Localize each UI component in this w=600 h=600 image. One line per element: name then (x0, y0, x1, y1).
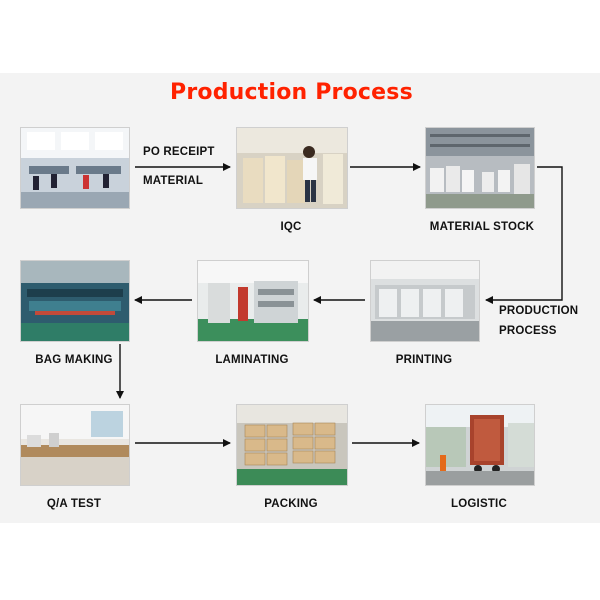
packing-photo (236, 404, 348, 486)
iqc-photo (236, 127, 348, 209)
qa-test-label: Q/A TEST (46, 498, 102, 510)
production-label: PRODUCTION (499, 305, 579, 317)
material-stock-photo (425, 127, 535, 209)
office-photo (20, 127, 130, 209)
material-label: MATERIAL (143, 175, 204, 187)
diagram-title: Production Process (170, 80, 413, 105)
bag-making-photo (20, 260, 130, 342)
material-stock-label: MATERIAL STOCK (429, 221, 535, 233)
process-label: PROCESS (499, 325, 557, 337)
bag-making-label: BAG MAKING (35, 354, 113, 366)
logistic-label: LOGISTIC (451, 498, 507, 510)
arrow-stock-to-production (485, 166, 563, 304)
logistic-photo (425, 404, 535, 486)
printing-label: PRINTING (395, 354, 453, 366)
po-receipt-label: PO RECEIPT (143, 146, 215, 158)
qa-lab-photo (20, 404, 130, 486)
iqc-label: IQC (280, 221, 302, 233)
laminating-photo (197, 260, 309, 342)
packing-label: PACKING (264, 498, 318, 510)
printing-photo (370, 260, 480, 342)
laminating-label: LAMINATING (215, 354, 289, 366)
